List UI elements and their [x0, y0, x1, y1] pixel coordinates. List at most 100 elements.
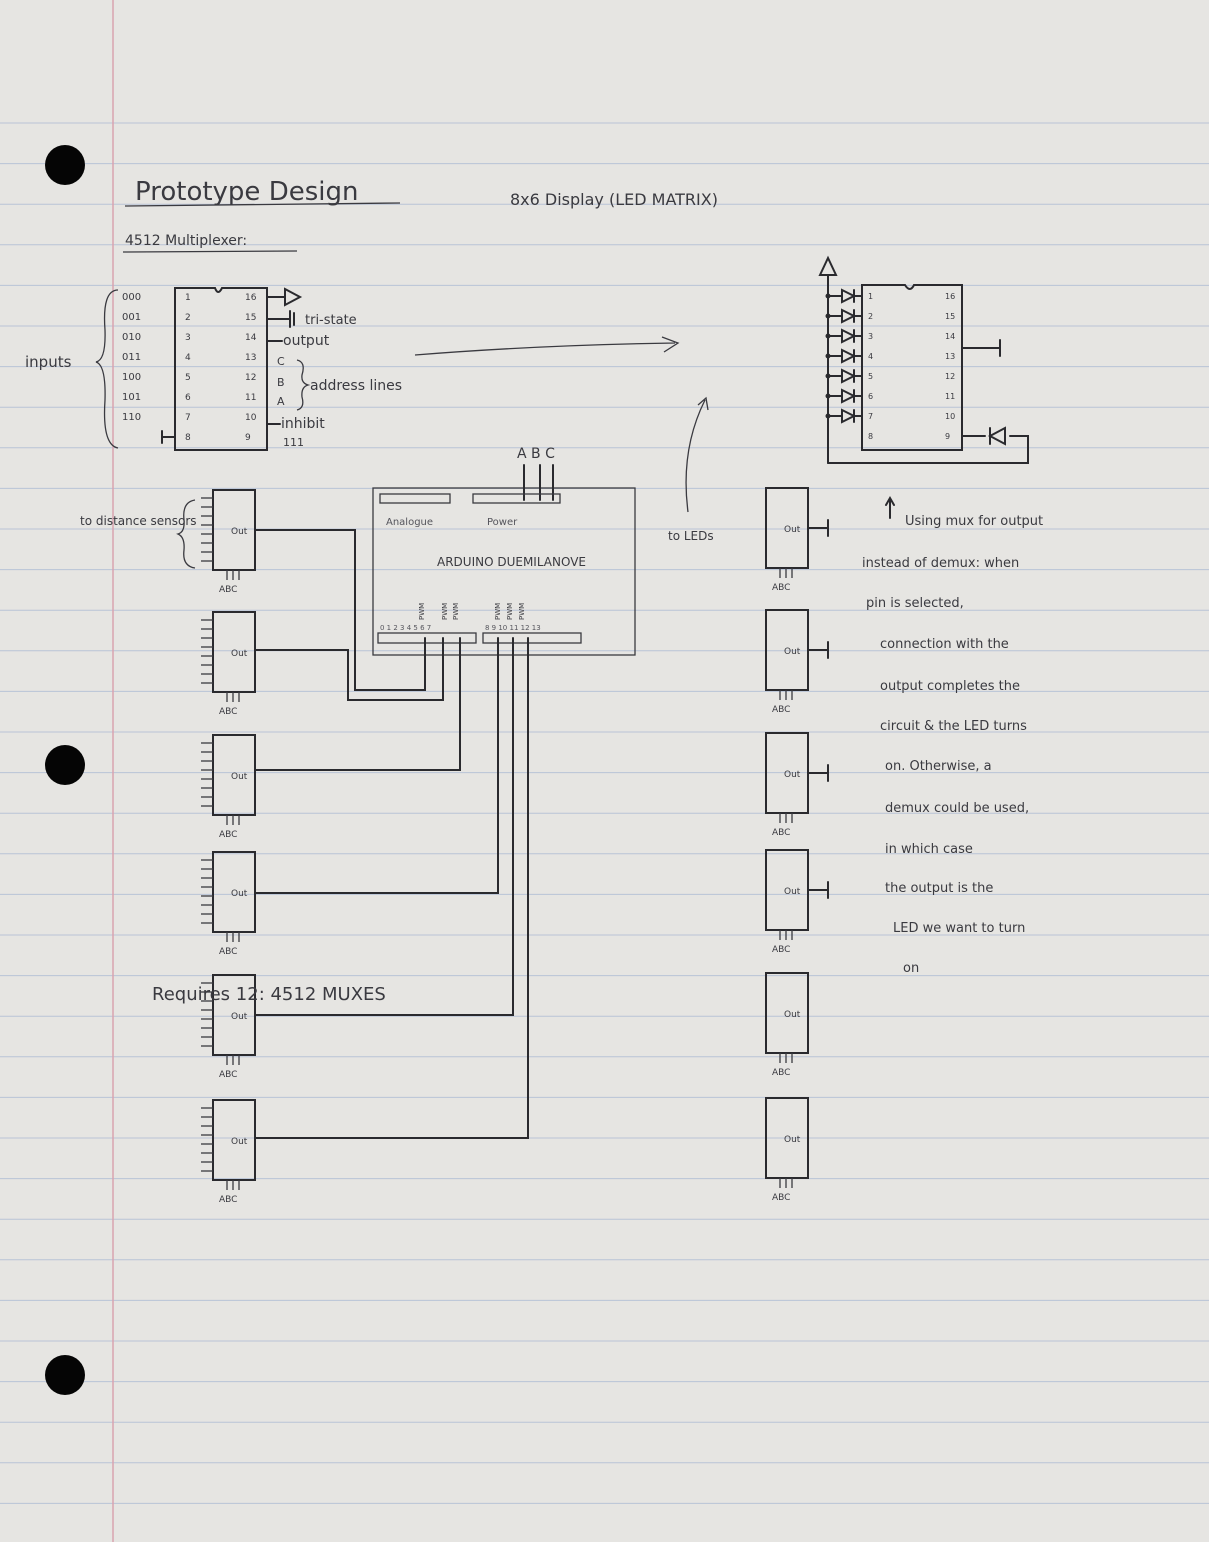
power-header	[472, 493, 561, 504]
mux-abc-label: ABC	[219, 947, 237, 957]
mux-out-label: Out	[231, 772, 248, 782]
mux-chip-outline	[212, 851, 256, 933]
wire-mux1-pin3	[254, 529, 426, 691]
pin-number: 3	[868, 332, 873, 341]
input-code: 001	[122, 312, 141, 323]
mux-abc-label: ABC	[772, 828, 790, 838]
pin-number: 12	[245, 373, 256, 383]
ground-icon	[807, 764, 829, 782]
mux-abc-label: ABC	[772, 705, 790, 715]
pin-number: 1	[185, 293, 191, 303]
note-line: output completes the	[880, 679, 1020, 694]
pin-number: 1	[868, 292, 873, 301]
pin-number: 11	[245, 393, 256, 403]
pin-number: 9	[245, 433, 251, 443]
address-brace	[296, 359, 311, 411]
pin-number: 15	[945, 312, 955, 321]
punch-hole-middle	[45, 745, 85, 785]
pin-number: 8	[185, 433, 191, 443]
punch-hole-top	[45, 145, 85, 185]
pin-number: 4	[185, 353, 191, 363]
return-loop	[827, 435, 1029, 464]
pin-number: 7	[868, 412, 873, 421]
input-code: 010	[122, 332, 141, 343]
pin-number: 3	[185, 333, 191, 343]
title-underline	[124, 202, 401, 207]
note-arrow-icon	[885, 495, 895, 519]
led-diode-icon	[825, 308, 863, 324]
pin-number: 10	[245, 413, 257, 423]
digital-header-right	[482, 632, 582, 644]
mux-abc-label: ABC	[772, 1193, 790, 1203]
mux-out-label: Out	[231, 1012, 248, 1022]
power-label: Power	[487, 517, 518, 528]
pin-number: 6	[185, 393, 191, 403]
digital-pins-right: 8 9 10 11 12 13	[485, 624, 541, 632]
analogue-header	[379, 493, 451, 504]
arduino-name: ARDUINO DUEMILANOVE	[437, 555, 586, 569]
mux-chip-outline	[765, 972, 809, 1054]
mux-out-label: Out	[784, 647, 801, 657]
loop-diode-icon	[987, 426, 1006, 446]
mux-abc-label: ABC	[219, 830, 237, 840]
input-code: 101	[122, 392, 141, 403]
pwm-label-3: PWM	[418, 603, 426, 620]
mux-abc-label: ABC	[772, 945, 790, 955]
mux-chip-outline	[212, 489, 256, 571]
pin-number: 7	[185, 413, 191, 423]
note-line: demux could be used,	[885, 801, 1029, 816]
requirements-note: Requires 12: 4512 MUXES	[152, 984, 386, 1005]
inhibit-label: inhibit	[281, 416, 325, 432]
arduino-board: A B C Analogue Power ARDUINO DUEMILANOVE…	[372, 446, 636, 656]
mux-out-label: Out	[231, 1137, 248, 1147]
address-c: C	[277, 355, 285, 368]
wire-mux3-pin6	[254, 637, 461, 771]
pin-number: 16	[245, 293, 257, 303]
led-diode-icon	[825, 348, 863, 364]
vdd-icon	[266, 287, 303, 307]
note-line: instead of demux: when	[862, 556, 1019, 571]
pin-number: 8	[868, 432, 873, 441]
analogue-label: Analogue	[386, 517, 433, 528]
pin-number: 2	[185, 313, 191, 323]
pin-number: 4	[868, 352, 873, 361]
arrow-to-led-diagram	[414, 336, 680, 356]
code-111: 111	[283, 436, 304, 449]
mux-out-label: Out	[231, 527, 248, 537]
pin-number: 5	[185, 373, 191, 383]
note-line: in which case	[885, 842, 973, 857]
note-line: on. Otherwise, a	[885, 759, 992, 774]
note-line: Using mux for output	[905, 514, 1043, 529]
pwm-label-11: PWM	[518, 603, 526, 620]
mux-abc-label: ABC	[772, 1068, 790, 1078]
right-column-label: to LEDs	[668, 529, 714, 543]
note-line: circuit & the LED turns	[880, 719, 1027, 734]
mux-chip-outline	[765, 1097, 809, 1179]
digital-pins-left: 0 1 2 3 4 5 6 7	[380, 624, 431, 632]
note-line: on	[903, 961, 919, 976]
pin-number: 12	[945, 372, 955, 381]
mux-abc-label: ABC	[219, 1070, 237, 1080]
mux-chip-outline	[212, 734, 256, 816]
note-line: pin is selected,	[866, 596, 964, 611]
pin-number: 11	[945, 392, 955, 401]
explanation-note: Using mux for output instead of demux: wh…	[862, 495, 1043, 976]
ground-icon	[807, 641, 829, 659]
wire-mux4-pin9	[254, 637, 499, 894]
input-code: 110	[122, 412, 141, 423]
led-diode-icon	[825, 288, 863, 304]
mux-out-label: Out	[231, 889, 248, 899]
address-a: A	[277, 395, 285, 408]
arrow-from-led-muxes	[685, 396, 709, 513]
